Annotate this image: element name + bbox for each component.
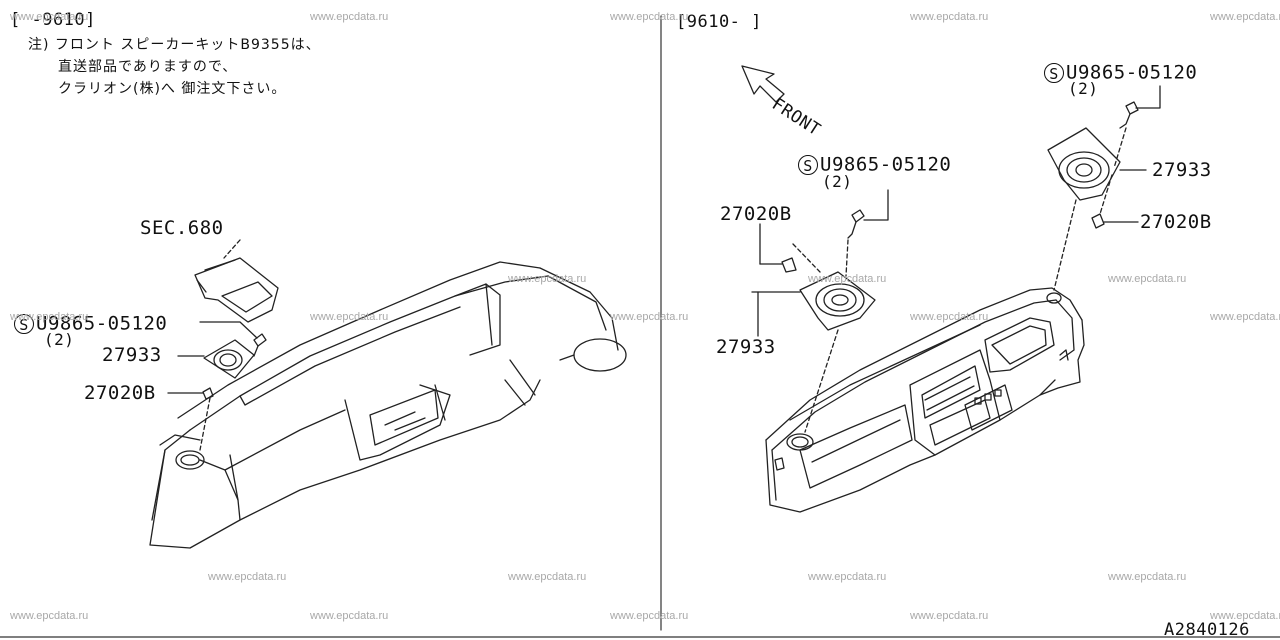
watermark: www.epcdata.ru [808, 273, 887, 285]
right-speaker-a-part-number: 27933 [716, 336, 776, 358]
service-symbol-icon: S [14, 314, 34, 334]
service-symbol-icon: S [798, 155, 818, 175]
watermark: www.epcdata.ru [910, 311, 989, 323]
left-bolt-qty: (2) [44, 330, 75, 349]
sec-680-label: SEC.680 [140, 217, 224, 239]
service-symbol-icon: S [1044, 63, 1064, 83]
watermark: www.epcdata.ru [10, 11, 89, 23]
diagram-id: A2840126 [1164, 620, 1250, 640]
watermark: www.epcdata.ru [610, 311, 689, 323]
right-speaker-a [781, 209, 876, 331]
watermark: www.epcdata.ru [1108, 571, 1187, 583]
right-bolt-a-qty: (2) [822, 172, 853, 191]
watermark: www.epcdata.ru [310, 11, 389, 23]
right-speaker-b [1047, 101, 1139, 229]
left-period-label: [ -9610] [10, 10, 96, 30]
right-clip-a-part-number: 27020B [720, 203, 792, 225]
watermark: www.epcdata.ru [910, 610, 989, 622]
right-period-label: [9610- ] [676, 12, 762, 32]
watermark: www.epcdata.ru [1108, 273, 1187, 285]
watermark: www.epcdata.ru [508, 571, 587, 583]
watermark: www.epcdata.ru [208, 571, 287, 583]
note-line-3: クラリオン(株)へ 御注文下さい。 [58, 81, 287, 97]
right-clip-b-part-number: 27020B [1140, 211, 1212, 233]
front-arrow [741, 65, 785, 103]
note-line-1: 注) フロント スピーカーキットB9355は、 [28, 37, 321, 53]
left-bolt-part-number: U9865-05120 [36, 312, 168, 335]
right-bolt-b-part-number: U9865-05120 [1066, 61, 1198, 84]
left-speaker-assembly [202, 333, 267, 400]
watermark: www.epcdata.ru [310, 311, 389, 323]
watermark: www.epcdata.ru [1210, 311, 1280, 323]
right-bolt-a-part-number: U9865-05120 [820, 153, 952, 176]
watermark: www.epcdata.ru [610, 610, 689, 622]
watermark: www.epcdata.ru [508, 273, 587, 285]
right-bolt-b-qty: (2) [1068, 79, 1099, 98]
note-line-2: 直送部品でありますので、 [58, 59, 238, 75]
left-speaker-part-number: 27933 [102, 344, 162, 366]
left-dashboard-drawing [149, 261, 627, 549]
right-dashboard-drawing [765, 287, 1085, 513]
watermark: www.epcdata.ru [808, 571, 887, 583]
watermark: www.epcdata.ru [1210, 11, 1280, 23]
watermark: www.epcdata.ru [610, 11, 689, 23]
watermark: www.epcdata.ru [1210, 610, 1280, 622]
left-clip-part-number: 27020B [84, 382, 156, 404]
sec-680-grille [194, 257, 279, 323]
watermark: www.epcdata.ru [10, 610, 89, 622]
watermark: www.epcdata.ru [910, 11, 989, 23]
right-speaker-b-part-number: 27933 [1152, 159, 1212, 181]
watermark: www.epcdata.ru [310, 610, 389, 622]
watermark: www.epcdata.ru [10, 311, 89, 323]
